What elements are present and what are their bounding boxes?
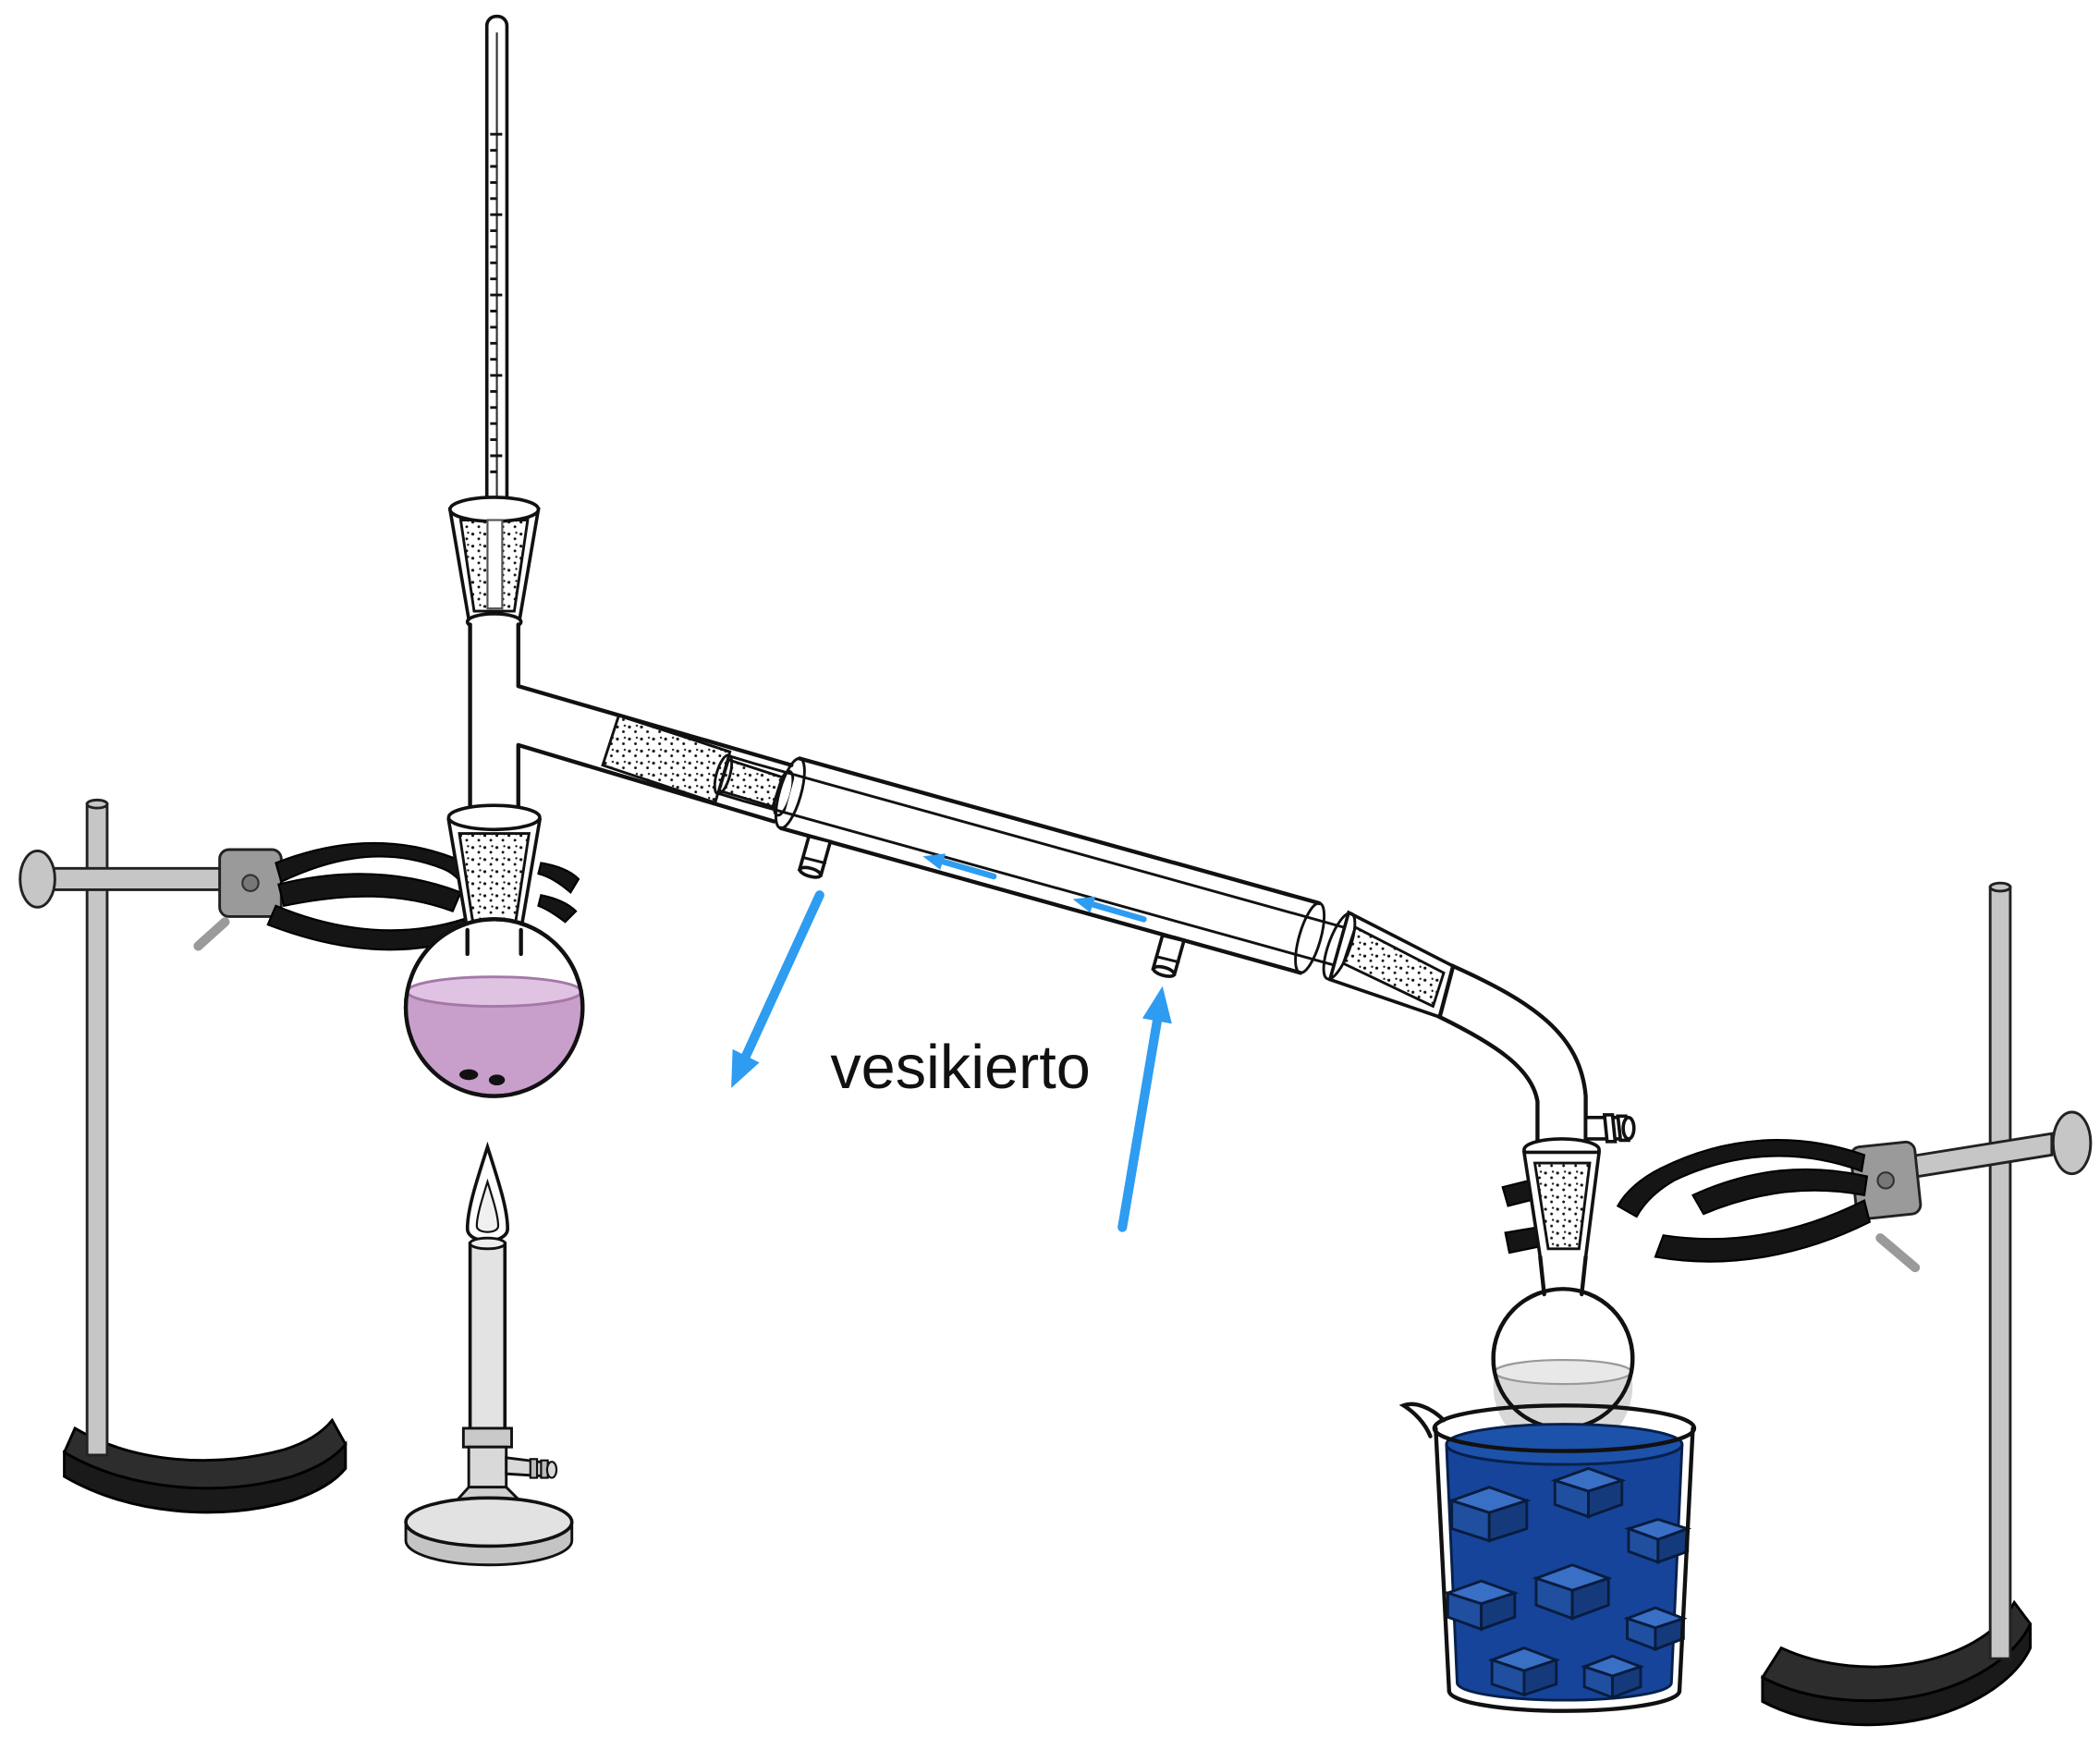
water-out-arrowhead: [731, 1048, 760, 1088]
beaker-bottom: [1447, 1688, 1682, 1713]
flask-outline: [403, 917, 585, 1098]
thermometer-scale-ticks: [490, 132, 503, 473]
condenser-jacket-outline: [778, 756, 1322, 975]
clamp-finger: [1691, 1168, 1869, 1216]
stand-base: [1760, 1599, 2033, 1703]
condenser-jacket-end: [1294, 901, 1326, 974]
stand-rod-cap: [1988, 881, 2012, 893]
joint-rim: [446, 803, 542, 832]
stand-rod-cap: [85, 798, 109, 810]
flask-liquid-surface: [406, 975, 583, 1008]
burner-collar: [461, 1426, 513, 1449]
burner-flame-inner: [475, 1178, 500, 1233]
vacuum-hose-barb-tip: [1621, 1115, 1636, 1141]
condenser-jacket-end: [774, 756, 806, 830]
left-ring-stand: [18, 798, 348, 1514]
condenser: [713, 753, 1386, 978]
burner-gas-inlet-tip: [545, 1461, 558, 1479]
condenser-inner-cone: [717, 758, 785, 809]
adapter-rim: [1322, 912, 1357, 981]
burner-tube: [468, 1242, 507, 1433]
burner-base: [404, 1496, 574, 1548]
ice-cube: [1443, 1579, 1520, 1632]
right-clamp: [1501, 1139, 1872, 1263]
flask-neck-walls: [465, 927, 523, 957]
thermometer-adapter-joint: [447, 496, 541, 632]
ice-cube: [1532, 1563, 1613, 1621]
beaker-rim: [1432, 1403, 1697, 1453]
burner-gas-inlet-ridge: [529, 1458, 539, 1479]
clamp-finger: [1654, 1199, 1872, 1263]
ice-cube: [1624, 1517, 1692, 1564]
thermometer-through-joint: [486, 519, 504, 610]
clamp-finger: [277, 873, 462, 913]
receiver-adapter: [1322, 910, 1636, 1259]
distillation-flask: [403, 917, 585, 1098]
burner-barrel: [467, 1445, 508, 1489]
boiling-chip: [488, 1074, 506, 1086]
water-circulation-label: vesikierto: [830, 1034, 1090, 1102]
clamp-finger-tip: [537, 893, 578, 924]
stand-rod: [1988, 886, 2012, 1660]
condenser-inner-tube: [716, 754, 1386, 977]
clamp-bolt: [241, 874, 260, 892]
flask-neck: [469, 922, 520, 955]
clamp-finger: [1616, 1139, 1866, 1218]
water-inlet-nozzle-ridge: [1155, 955, 1180, 964]
ice-cube: [1487, 1646, 1561, 1697]
stand-rod: [85, 802, 109, 1457]
clamp-knob: [18, 849, 56, 909]
ground-glass-cone: [1532, 1161, 1592, 1251]
flask-liquid: [406, 991, 583, 1095]
beaker-walls: [1434, 1426, 1695, 1694]
still-head-outline: [468, 622, 794, 824]
clamp-finger-tip: [537, 862, 580, 895]
water-in-arrowhead: [1142, 985, 1172, 1024]
flask-joint: [446, 803, 543, 932]
water-circulation-annotation: vesikierto: [731, 853, 1172, 1232]
condenser-jacket-fill: [780, 758, 1320, 973]
ice-cube: [1580, 1654, 1645, 1700]
clamp-knob: [2051, 1110, 2093, 1176]
water-flow-arrow: [939, 858, 997, 880]
water-inlet-nozzle-tip: [1152, 964, 1177, 978]
vacuum-hose-barb-ridge: [1602, 1113, 1618, 1144]
ice-cube: [1623, 1606, 1688, 1652]
clamp-bolt: [1876, 1171, 1895, 1190]
burner-tube-top: [469, 1236, 507, 1251]
ice-beaker: [1398, 1401, 1697, 1713]
still-head: [468, 622, 795, 824]
beaker-spout: [1398, 1401, 1447, 1438]
ground-glass-cone: [458, 832, 531, 924]
condenser-inner-opening: [713, 753, 734, 796]
flask-neck-walls: [1538, 1255, 1588, 1297]
water-flow-arrowhead: [922, 853, 946, 870]
distillate-surface: [1493, 1358, 1632, 1386]
clamp-screw: [1875, 1233, 1921, 1273]
clamp-bar: [52, 866, 229, 891]
ice-cube: [1550, 1466, 1627, 1519]
water-outlet-nozzle-tip: [798, 865, 823, 879]
water-flow-arrowhead: [1072, 896, 1096, 913]
boiling-chip: [459, 1069, 479, 1081]
stand-base: [62, 1417, 348, 1490]
water-out-arrow: [741, 890, 824, 1061]
water-flow-arrow: [1090, 901, 1147, 923]
right-ring-stand: [1760, 881, 2093, 1727]
clamp-screw: [193, 917, 230, 951]
side-arm-ground-cone: [601, 714, 732, 805]
ice-cube: [1447, 1486, 1532, 1543]
beaker-liquid-surface: [1445, 1423, 1684, 1466]
bunsen-burner: [404, 1141, 574, 1567]
water-outlet-nozzle-ridge: [801, 856, 827, 864]
water-in-arrow: [1117, 1016, 1162, 1232]
joint-rim: [448, 496, 541, 523]
